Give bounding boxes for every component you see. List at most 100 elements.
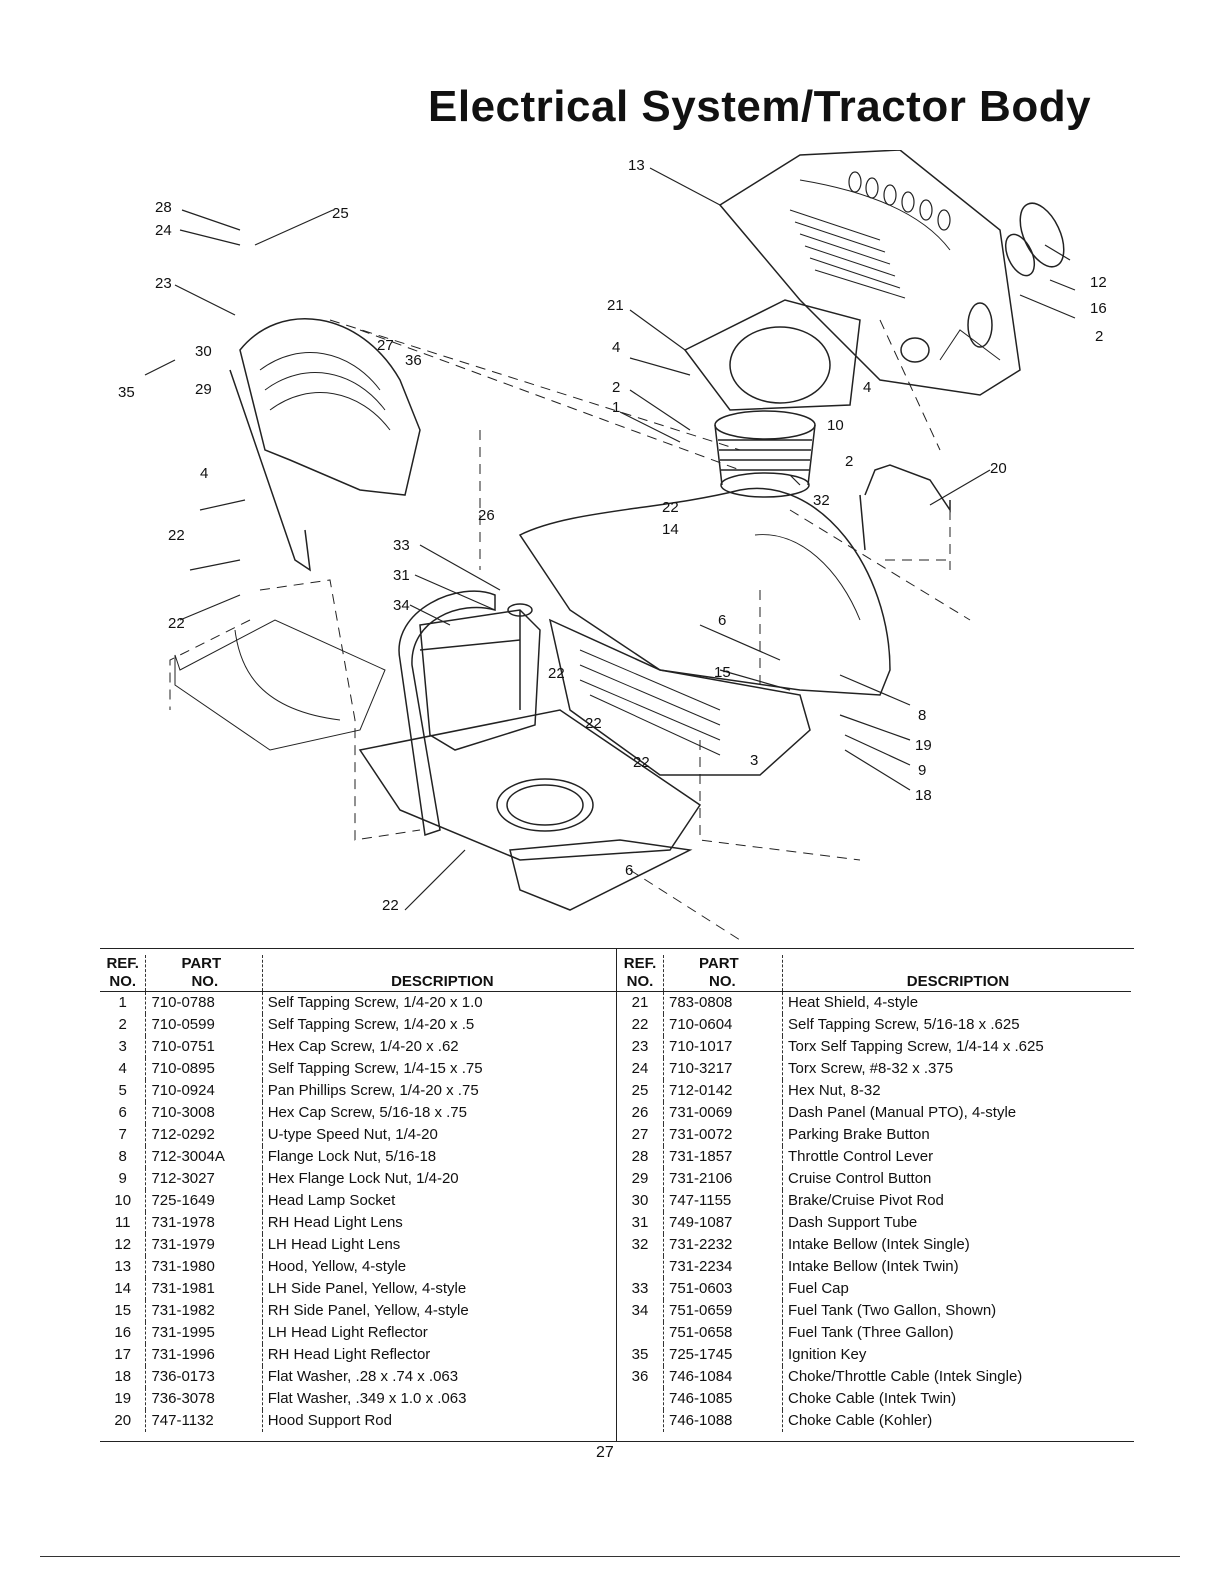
description-cell: RH Head Light Lens	[261, 1212, 620, 1234]
part-no-cell: 710-3217	[663, 1058, 783, 1080]
part-no-cell: 731-1982	[145, 1300, 263, 1322]
part-no-cell: 783-0808	[663, 991, 783, 1014]
part-no-cell: 751-0658	[663, 1322, 783, 1344]
part-no-cell: 710-0751	[145, 1036, 263, 1058]
callout-18: 18	[915, 787, 932, 804]
ref-cell	[617, 1256, 664, 1278]
description-cell: RH Head Light Reflector	[261, 1344, 620, 1366]
part-no-cell: 710-0788	[145, 991, 263, 1014]
part-no-cell: 731-1979	[145, 1234, 263, 1256]
part-no-cell: 746-1088	[663, 1410, 783, 1432]
callout-35: 35	[118, 384, 135, 401]
part-no-cell: 731-1980	[145, 1256, 263, 1278]
hood-shape	[718, 150, 1021, 396]
callout-22c: 22	[548, 665, 565, 682]
callout-22e: 22	[633, 754, 650, 771]
headlight-lens-shape	[1019, 202, 1065, 268]
description-cell: Flat Washer, .349 x 1.0 x .063	[261, 1388, 620, 1410]
page-bottom-rule	[40, 1556, 1180, 1557]
part-no-cell: 736-0173	[145, 1366, 263, 1388]
description-cell: Flange Lock Nut, 5/16-18	[261, 1146, 620, 1168]
callout-12: 12	[1090, 274, 1107, 291]
callout-29: 29	[195, 381, 212, 398]
ref-cell: 29	[631, 1170, 649, 1187]
fuel-tank-shape	[419, 609, 541, 751]
description-cell: Choke/Throttle Cable (Intek Single)	[782, 1366, 1131, 1388]
callout-28: 28	[155, 199, 172, 216]
ref-cell: 31	[631, 1214, 649, 1231]
description-cell: Intake Bellow (Intek Twin)	[782, 1256, 1131, 1278]
callout-4c: 4	[863, 379, 871, 396]
callout-21: 21	[607, 297, 624, 314]
ref-cell: 12	[114, 1236, 132, 1253]
description-cell: LH Head Light Reflector	[261, 1322, 620, 1344]
description-cell: Torx Screw, #8-32 x .375	[782, 1058, 1131, 1080]
part-no-cell: 725-1649	[145, 1190, 263, 1212]
page-number: 27	[596, 1444, 614, 1461]
ref-cell: 20	[114, 1412, 132, 1429]
part-no-cell: 710-0599	[145, 1014, 263, 1036]
description-cell: Pan Phillips Screw, 1/4-20 x .75	[261, 1080, 620, 1102]
description-cell: Hex Flange Lock Nut, 1/4-20	[261, 1168, 620, 1190]
callout-22g: 22	[382, 897, 399, 914]
ref-cell: 13	[114, 1258, 132, 1275]
ref-cell: 14	[114, 1280, 132, 1297]
callout-20: 20	[990, 460, 1007, 477]
ref-cell: 30	[631, 1192, 649, 1209]
header-ref-no: REF. NO.	[100, 955, 146, 992]
ref-cell: 33	[631, 1280, 649, 1297]
ref-cell: 35	[631, 1346, 649, 1363]
description-cell: U-type Speed Nut, 1/4-20	[261, 1124, 620, 1146]
part-no-cell: 731-0072	[663, 1124, 783, 1146]
part-no-cell: 731-2232	[663, 1234, 783, 1256]
header-ref-no-right: REF. NO.	[617, 955, 664, 992]
part-no-cell: 747-1155	[663, 1190, 783, 1212]
part-no-cell: 710-0604	[663, 1014, 783, 1036]
part-no-cell: 725-1745	[663, 1344, 783, 1366]
ref-cell: 32	[631, 1236, 649, 1253]
part-no-cell: 731-2106	[663, 1168, 783, 1190]
table-bottom-rule	[100, 1441, 1134, 1442]
callout-36: 36	[405, 352, 422, 369]
part-no-cell: 731-0069	[663, 1102, 783, 1124]
callout-23: 23	[155, 275, 172, 292]
hood-support-rod-shape	[864, 464, 951, 513]
callout-14: 14	[662, 521, 679, 538]
ref-cell: 4	[118, 1060, 127, 1077]
description-cell: RH Side Panel, Yellow, 4-style	[261, 1300, 620, 1322]
description-cell: Flat Washer, .28 x .74 x .063	[261, 1366, 620, 1388]
callout-31: 31	[393, 567, 410, 584]
part-no-cell: 712-0142	[663, 1080, 783, 1102]
exploded-parts-diagram: 13 28 24 25 23 35 30 29 27 36 4 22 26 21…	[118, 150, 1107, 941]
description-cell: LH Side Panel, Yellow, 4-style	[261, 1278, 620, 1300]
callout-34: 34	[393, 597, 410, 614]
description-cell: Cruise Control Button	[782, 1168, 1131, 1190]
ref-cell: 27	[631, 1126, 649, 1143]
ref-cell: 10	[114, 1192, 132, 1209]
callout-9: 9	[918, 762, 926, 779]
part-no-cell: 736-3078	[145, 1388, 263, 1410]
part-no-cell: 710-0924	[145, 1080, 263, 1102]
ref-cell	[617, 1322, 664, 1344]
ref-cell: 8	[118, 1148, 127, 1165]
description-cell: Torx Self Tapping Screw, 1/4-14 x .625	[782, 1036, 1131, 1058]
dash-support-tube-shape	[398, 590, 496, 836]
part-no-cell: 751-0603	[663, 1278, 783, 1300]
